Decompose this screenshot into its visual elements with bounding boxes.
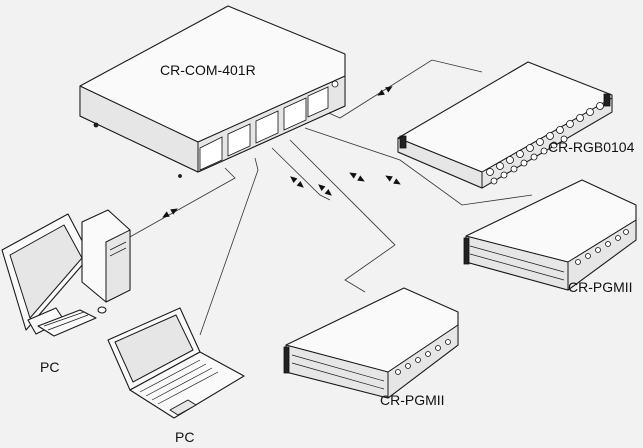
cable-extra <box>271 147 331 201</box>
signal-arrows <box>162 86 401 218</box>
hub-label: CR-COM-401R <box>160 62 256 78</box>
cable-hub-to-pgm-bottom <box>289 139 396 293</box>
pgm-right-label: CR-PGMII <box>568 279 633 295</box>
arrow-pgm-right-b <box>385 175 401 185</box>
desktop-pc <box>1 209 131 337</box>
hub-device <box>79 5 346 178</box>
laptop-base <box>129 351 245 419</box>
pgm-right-device <box>463 179 637 291</box>
desktop-pc-label: PC <box>40 359 59 375</box>
cable-hub-to-pgm-right <box>304 127 533 206</box>
arrow-desktop <box>162 208 178 218</box>
pgm-bottom-label: CR-PGMII <box>380 392 445 408</box>
arrow-pgm-right-a <box>349 172 365 182</box>
arrow-extra <box>290 176 304 188</box>
pgm-bottom-device <box>283 287 459 399</box>
cable-hub-to-laptop <box>199 157 259 336</box>
cables <box>127 59 533 336</box>
arrow-rgb <box>377 86 393 96</box>
rgb-device <box>397 61 613 189</box>
arrow-pgm-bottom <box>318 184 332 196</box>
rgb-label: CR-RGB0104 <box>548 139 635 155</box>
cable-hub-to-desktop <box>127 167 236 239</box>
laptop-pc <box>107 307 245 419</box>
mouse <box>97 306 107 314</box>
rgb-connector-row <box>486 102 604 185</box>
cable-hub-to-rgb <box>321 59 483 119</box>
laptop-pc-label: PC <box>175 429 194 445</box>
